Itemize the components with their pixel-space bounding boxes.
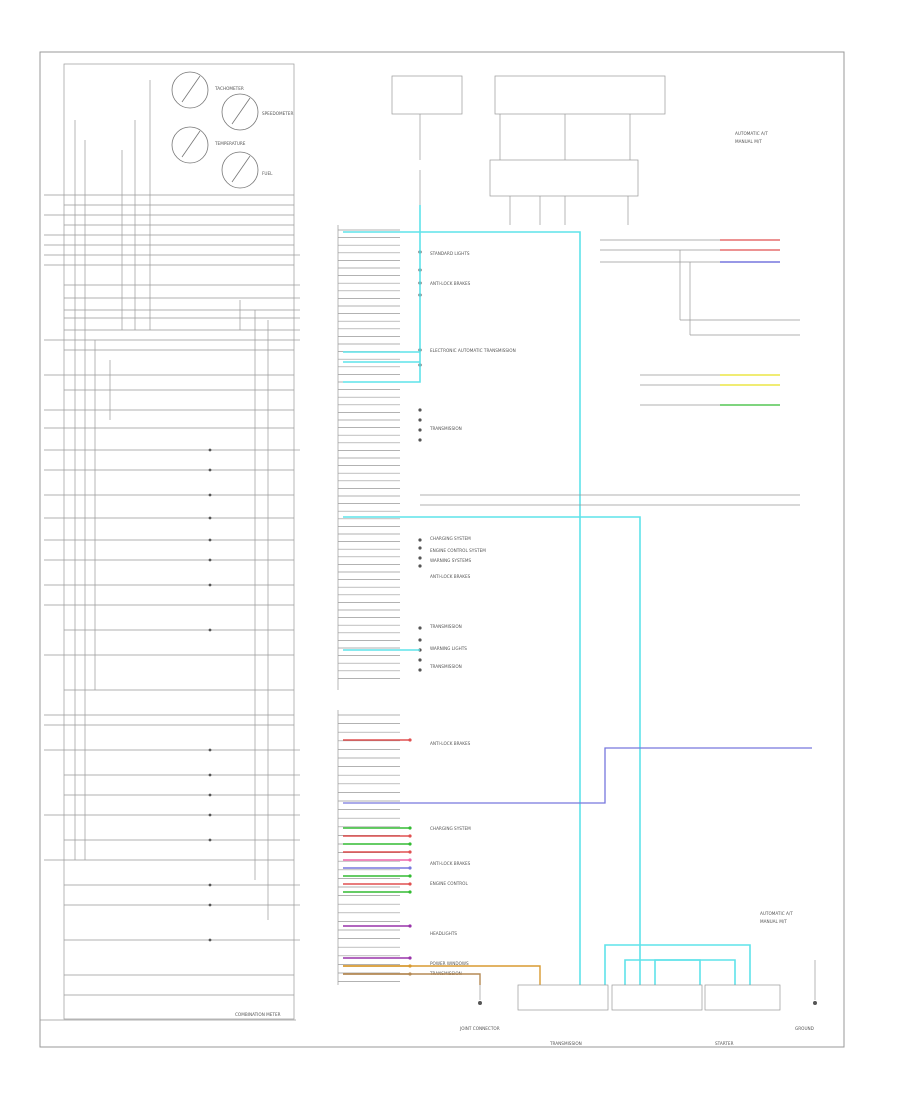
meter-pin-stubs <box>44 194 300 941</box>
center-connector-dot <box>418 418 422 422</box>
splice-node <box>208 558 212 562</box>
center-system-label: STANDARD LIGHTS <box>430 251 470 256</box>
center-system-label: ANTI-LOCK BRAKES <box>430 574 471 579</box>
center-connector-dot <box>418 668 422 672</box>
center-system-label: ANTI-LOCK BRAKES <box>430 741 471 746</box>
svg-text:AUTOMATIC A/T: AUTOMATIC A/T <box>760 911 793 916</box>
brown-wire <box>343 973 481 985</box>
colored-wire-end <box>408 850 412 854</box>
splice-node <box>208 838 212 842</box>
splice-node <box>208 813 212 817</box>
center-system-label: ENGINE CONTROL <box>430 881 468 886</box>
tachometer-gauge: TACHOMETER <box>171 71 244 109</box>
colored-wire-end <box>408 882 412 886</box>
center-system-labels: STANDARD LIGHTS ANTI-LOCK BRAKES ELECTRONI… <box>429 251 516 976</box>
center-system-label: ANTI-LOCK BRAKES <box>430 281 471 286</box>
splice-node <box>208 903 212 907</box>
bottom-label-ground: GROUND <box>795 1026 814 1031</box>
center-connector-dot <box>418 658 422 662</box>
splice-node <box>208 938 212 942</box>
legend-bottom: AUTOMATIC A/T MANUAL M/T <box>760 911 793 924</box>
colored-wire-end <box>408 924 412 928</box>
svg-text:TEMPERATURE: TEMPERATURE <box>214 141 246 146</box>
center-connector-dot <box>418 546 422 550</box>
bottom-colored-pins <box>343 738 541 985</box>
splice-node <box>208 793 212 797</box>
colored-wire-end <box>408 826 412 830</box>
colored-wire-end <box>408 890 412 894</box>
center-system-label: TRANSMISSION <box>429 664 462 669</box>
center-connector-dot <box>418 538 422 542</box>
meter-label: COMBINATION METER <box>235 1012 281 1017</box>
bottom-label-transmission: TRANSMISSION <box>549 1041 582 1046</box>
svg-text:FUEL: FUEL <box>262 171 273 176</box>
center-system-label: ENGINE CONTROL SYSTEM <box>430 548 486 553</box>
center-pin-rows <box>338 229 422 982</box>
center-system-label: HEADLIGHTS <box>430 931 457 936</box>
center-connector-dot <box>418 438 422 442</box>
colored-wire-end <box>408 858 412 862</box>
svg-text:AUTOMATIC A/T: AUTOMATIC A/T <box>735 131 768 136</box>
orange-wire <box>343 965 541 985</box>
colored-wire-end <box>408 834 412 838</box>
center-connector-dot <box>418 626 422 630</box>
top-connectors <box>391 75 666 225</box>
center-system-label: TRANSMISSION <box>429 624 462 629</box>
splice-node <box>208 773 212 777</box>
splice-node <box>208 538 212 542</box>
splice-node <box>208 468 212 472</box>
splice-node <box>208 448 212 452</box>
center-connector-dot <box>418 428 422 432</box>
bottom-label-starter: STARTER <box>715 1041 734 1046</box>
center-connector-column: STANDARD LIGHTS ANTI-LOCK BRAKES ELECTRONI… <box>337 225 516 985</box>
splice-node <box>208 628 212 632</box>
legend-top: AUTOMATIC A/T MANUAL M/T <box>735 131 768 144</box>
center-system-label: CHARGING SYSTEM <box>430 826 471 831</box>
center-connector-dot <box>418 408 422 412</box>
speedometer-gauge: SPEEDOMETER <box>221 93 293 131</box>
svg-text:MANUAL M/T: MANUAL M/T <box>760 919 787 924</box>
temperature-gauge: TEMPERATURE <box>171 126 246 164</box>
splice-node <box>208 748 212 752</box>
splice-node <box>208 493 212 497</box>
colored-wire-end <box>408 738 412 742</box>
splice-node <box>208 516 212 520</box>
bottom-label-joint: JOINT CONNECTOR <box>459 1026 500 1031</box>
svg-text:SPEEDOMETER: SPEEDOMETER <box>262 111 293 116</box>
center-system-label: CHARGING SYSTEM <box>430 536 471 541</box>
splice-node <box>208 583 212 587</box>
colored-wire-end <box>408 956 412 960</box>
center-connector-dot <box>418 638 422 642</box>
center-system-label: POWER WINDOWS <box>430 961 469 966</box>
center-system-label: WARNING SYSTEMS <box>430 558 471 563</box>
meter-rows <box>64 194 294 996</box>
colored-wire-end <box>408 842 412 846</box>
splice-node <box>208 883 212 887</box>
combination-meter: COMBINATION METER TACHOMETER SPEEDOMETER… <box>40 63 300 1021</box>
svg-text:TACHOMETER: TACHOMETER <box>214 86 244 91</box>
center-system-label: WARNING LIGHTS <box>430 646 467 651</box>
cyan-wires <box>343 205 751 985</box>
bottom-connectors: JOINT CONNECTOR TRANSMISSION STARTER GRO… <box>459 960 817 1046</box>
colored-wire-end <box>408 866 412 870</box>
fuel-gauge: FUEL <box>221 151 273 189</box>
center-connector-dot <box>418 556 422 560</box>
center-connector-dot <box>418 564 422 568</box>
colored-wire-end <box>408 874 412 878</box>
diagram-frame <box>39 51 845 1048</box>
right-colored-leads <box>420 239 800 506</box>
center-system-label: ELECTRONIC AUTOMATIC TRANSMISSION <box>430 348 516 353</box>
blue-wire <box>343 747 812 804</box>
center-system-label: TRANSMISSION <box>429 426 462 431</box>
center-system-label: ANTI-LOCK BRAKES <box>430 861 471 866</box>
svg-text:MANUAL M/T: MANUAL M/T <box>735 139 762 144</box>
